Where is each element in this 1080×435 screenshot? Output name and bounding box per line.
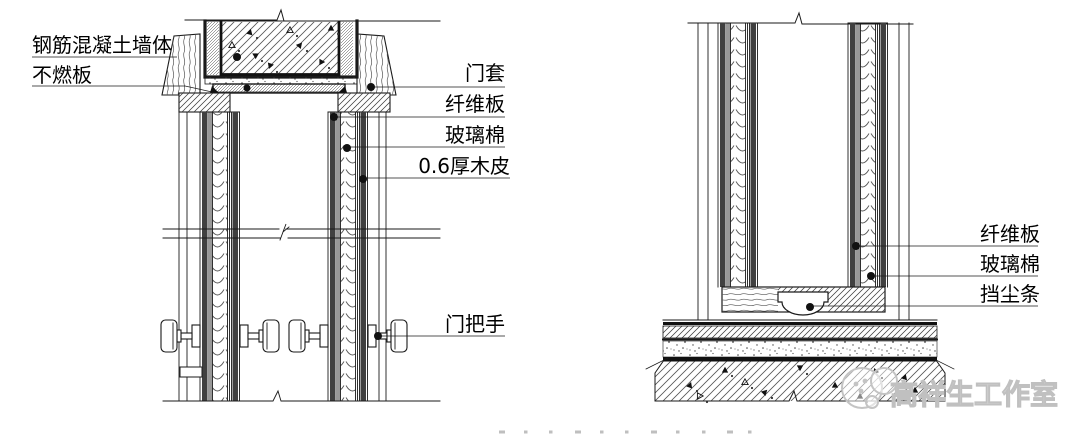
label-concrete-wall: 钢筋混凝土墙体 <box>32 33 172 57</box>
label-wood-veneer: 0.6厚木皮 <box>418 154 510 178</box>
break-line-bottom <box>162 389 441 402</box>
cut-line-top <box>687 11 914 25</box>
concrete-wall-section <box>203 19 359 79</box>
door-knobs <box>160 319 408 353</box>
label-fireproof-board: 不燃板 <box>32 63 92 87</box>
right-section-drawing <box>645 11 955 404</box>
break-lines-middle <box>162 223 441 241</box>
lock-plate <box>179 366 203 378</box>
door-knob <box>239 319 280 353</box>
left-section-drawing <box>160 8 441 402</box>
door-frame-lines <box>697 22 910 321</box>
fireproof-board-layers <box>184 76 358 96</box>
door-leaf-panels <box>717 22 888 288</box>
label-dust-strip: 挡尘条 <box>980 282 1040 306</box>
label-door-casing: 门套 <box>465 61 505 85</box>
wall-cut-line-top <box>184 8 441 22</box>
watermark-text: 高祥生工作室 <box>890 378 1058 411</box>
door-frame-lines <box>178 111 387 402</box>
door-bottom-rail <box>721 286 886 316</box>
label-fiberboard-r: 纤维板 <box>980 222 1040 246</box>
dust-strip <box>777 291 829 316</box>
label-door-handle: 门把手 <box>445 312 505 336</box>
cropped-caption-marks <box>499 430 752 434</box>
label-fiberboard: 纤维板 <box>445 92 505 116</box>
door-casing-section <box>161 33 397 96</box>
aggregate-marks <box>228 24 340 74</box>
label-glass-wool: 玻璃棉 <box>445 123 505 147</box>
annotations-left: 钢筋混凝土墙体 不燃板 门套 纤维板 玻璃棉 0.6厚木皮 门把手 <box>32 33 510 340</box>
aggregate-marks <box>686 365 924 404</box>
door-leaf-panels <box>199 111 368 402</box>
watermark: 高祥生工作室 <box>841 367 1059 412</box>
annotations-right: 纤维板 玻璃棉 挡尘条 <box>813 222 1040 307</box>
studio-flower-logo-icon <box>841 367 898 409</box>
door-knob <box>288 319 329 353</box>
door-head-rails <box>178 92 391 113</box>
door-knob <box>160 319 201 353</box>
label-glass-wool-r: 玻璃棉 <box>980 252 1040 276</box>
